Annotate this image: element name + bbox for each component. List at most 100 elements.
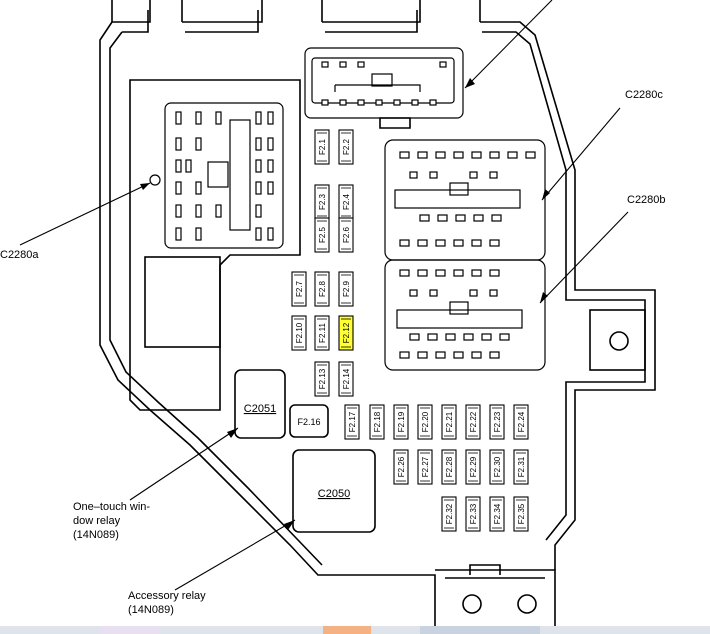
relay-c2051: C2051 [234, 369, 286, 439]
fuse-f2-17: F2.17 [344, 404, 360, 440]
fuse-label: F2.31 [517, 456, 526, 477]
relay-c2050: C2050 [292, 449, 376, 533]
fuse-f2-16-label: F2.16 [297, 417, 320, 427]
fuse-label: F2.27 [421, 456, 430, 477]
housing-outline [99, 0, 656, 634]
fuse-label: F2.10 [295, 322, 304, 343]
mount-hole-right [609, 331, 629, 351]
fuse-label: F2.22 [469, 411, 478, 432]
fuse-label: F2.20 [421, 411, 430, 432]
arrowhead-accessory [284, 520, 295, 530]
fuse-f2-20: F2.20 [417, 404, 433, 440]
taskbar-item-1[interactable] [100, 626, 160, 634]
callout-accessory-relay: Accessory relay (14N089) [128, 589, 206, 617]
connector-c2280b [384, 259, 546, 371]
label-c2280c: C2280c [625, 89, 663, 101]
fuse-f2-28: F2.28 [441, 449, 457, 485]
one-touch-part-number: (14N089) [73, 529, 119, 541]
arrowhead-c2280b [540, 292, 548, 303]
housing-bottom [435, 564, 556, 634]
accessory-line-1: Accessory relay [128, 590, 206, 602]
fuse-f2-26: F2.26 [393, 449, 409, 485]
fuse-f2-4: F2.4 [338, 184, 354, 220]
leader-top-connector [464, 0, 553, 89]
fuse-f2-29: F2.29 [465, 449, 481, 485]
fuse-label: F2.13 [318, 368, 327, 389]
fuse-label: F2.2 [342, 138, 351, 155]
callout-one-touch-relay: One–touch win- dow relay (14N089) [73, 500, 150, 542]
fuse-f2-9: F2.9 [338, 271, 354, 307]
fuse-label: F2.21 [445, 411, 454, 432]
fuse-label: F2.28 [445, 456, 454, 477]
taskbar-strip[interactable] [0, 626, 710, 634]
one-touch-line-2: dow relay [73, 515, 121, 527]
fuse-f2-30: F2.30 [489, 449, 505, 485]
taskbar-item-accent[interactable] [323, 626, 371, 634]
fuse-f2-23: F2.23 [489, 404, 505, 440]
taskbar-item-3[interactable] [420, 626, 540, 634]
fuse-f2-8: F2.8 [314, 271, 330, 307]
fuse-f2-5: F2.5 [314, 217, 330, 253]
fuse-label: F2.34 [493, 503, 502, 524]
fuse-label: F2.26 [397, 456, 406, 477]
fuse-f2-34: F2.34 [489, 496, 505, 532]
fuse-f2-3: F2.3 [314, 184, 330, 220]
accessory-part-number: (14N089) [128, 604, 174, 616]
fuse-label: F2.24 [517, 411, 526, 432]
fuse-f2-10: F2.10 [291, 315, 307, 351]
mount-hole-bottom-right [517, 594, 537, 614]
c2050-label: C2050 [318, 488, 350, 500]
label-c2280b: C2280b [627, 194, 666, 206]
label-c2280a: C2280a [0, 249, 39, 261]
fuse-f2-27: F2.27 [417, 449, 433, 485]
fuse-label: F2.35 [517, 503, 526, 524]
fuse-f2-21: F2.21 [441, 404, 457, 440]
fuse-label: F2.7 [295, 280, 304, 297]
fuse-label: F2.1 [318, 138, 327, 155]
fuse-f2-33: F2.33 [465, 496, 481, 532]
fuse-label: F2.33 [469, 503, 478, 524]
fuse-label: F2.9 [342, 280, 351, 297]
fuse-label: F2.14 [342, 368, 351, 389]
fuse-f2-35: F2.35 [513, 496, 529, 532]
fuse-f2-1: F2.1 [314, 129, 330, 165]
fuse-label: F2.19 [397, 411, 406, 432]
fuse-f2-11: F2.11 [314, 315, 330, 351]
fuse-f2-32: F2.32 [441, 496, 457, 532]
leader-c2280c [541, 107, 621, 201]
mount-block-left-hub [144, 256, 221, 348]
fuse-label: F2.4 [342, 193, 351, 210]
fuse-f2-22: F2.22 [465, 404, 481, 440]
arrowhead-top [465, 78, 475, 88]
fuse-label: F2.32 [445, 503, 454, 524]
fuse-label: F2.29 [469, 456, 478, 477]
connector-top [304, 47, 464, 119]
fuse-label: F2.12 [342, 322, 351, 343]
connector-c2280a [149, 102, 284, 249]
fuse-f2-31: F2.31 [513, 449, 529, 485]
fuse-label: F2.6 [342, 226, 351, 243]
fuse-f2-12: F2.12 [338, 315, 354, 351]
small-sliver [379, 117, 411, 129]
arrowhead-c2280c [542, 189, 550, 200]
fuse-label: F2.11 [318, 323, 327, 343]
fuse-f2-13: F2.13 [314, 361, 330, 397]
fuse-label: F2.23 [493, 411, 502, 432]
fuse-f2-18: F2.18 [369, 404, 385, 440]
leader-one-touch [129, 427, 239, 501]
one-touch-line-1: One–touch win- [73, 501, 151, 513]
fuse-label: F2.3 [318, 193, 327, 210]
mount-block-right [589, 309, 646, 371]
arrowhead-c2280a [140, 183, 150, 190]
housing-inner [109, 10, 646, 566]
fuse-label: F2.30 [493, 456, 502, 477]
connector-c2280c [384, 139, 546, 261]
fuse-f2-6: F2.6 [338, 217, 354, 253]
fuse-f2-19: F2.19 [393, 404, 409, 440]
mount-hole-bottom-left [462, 594, 482, 614]
fuse-f2-2: F2.2 [338, 129, 354, 165]
leader-c2280a [19, 182, 151, 246]
arrowhead-one-touch [227, 428, 238, 438]
